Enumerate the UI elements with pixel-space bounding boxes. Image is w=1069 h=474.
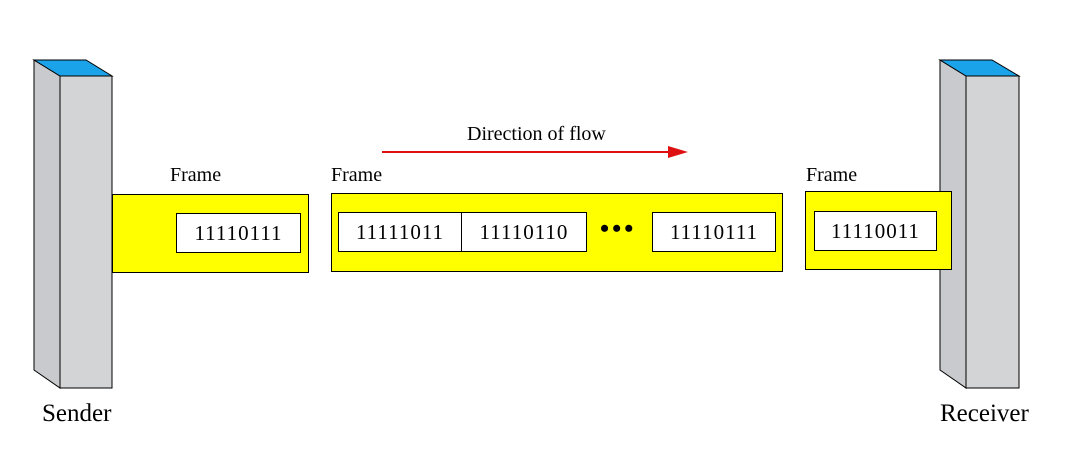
in-transit-frame-bits: 11110111 <box>652 212 776 252</box>
in-transit-frame-label: Frame <box>331 164 383 186</box>
flow-direction-label: Direction of flow <box>467 123 606 145</box>
receiver-frame-bits: 11110011 <box>814 211 937 251</box>
receiver-device-icon <box>938 59 1021 389</box>
sender-frame-label: Frame <box>170 164 222 186</box>
in-transit-frame-bits: 11111011 <box>338 212 462 252</box>
in-transit-frame-bits: 11110110 <box>461 212 587 252</box>
ellipsis: ••• <box>600 214 637 243</box>
receiver-frame-label: Frame <box>806 164 858 186</box>
receiver-label: Receiver <box>940 400 1029 427</box>
sender-device-icon <box>32 59 114 389</box>
sender-frame-bits: 11110111 <box>176 213 301 253</box>
sender-label: Sender <box>42 400 112 427</box>
flow-arrow-icon <box>382 146 688 158</box>
